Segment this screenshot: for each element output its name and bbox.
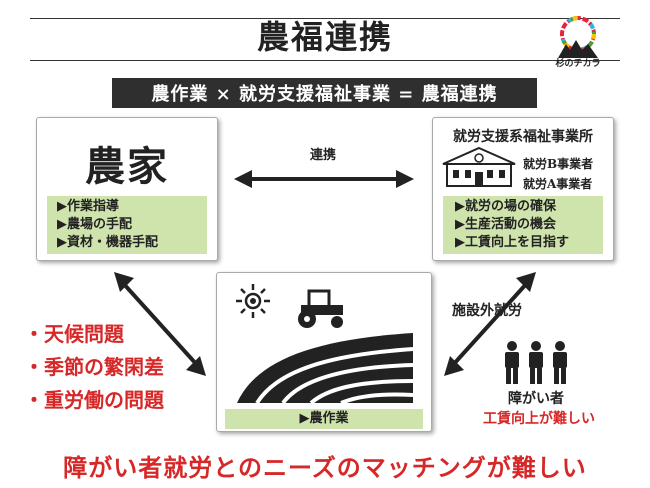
conclusion-text: 障がい者就労とのニーズのマッチングが難しい xyxy=(63,453,587,482)
logo-text: 杉のチカラ xyxy=(555,59,601,69)
page-title: 農福連携 xyxy=(256,18,393,56)
farm-field-icon xyxy=(237,333,414,405)
double-arrow-link xyxy=(234,170,414,188)
farm-role: ▶資材・機器手配 xyxy=(57,235,158,250)
logo-icon xyxy=(558,16,598,58)
title-bottom-rule xyxy=(30,60,620,61)
farm-issue: ・天候問題 xyxy=(24,322,124,346)
welfare-role: ▶就労の場の確保 xyxy=(455,199,556,214)
farm-title: 農家 xyxy=(85,143,169,190)
welfare-type: 就労A事業者 xyxy=(523,177,593,191)
welfare-role: ▶工賃向上を目指す xyxy=(455,235,569,250)
tractor-icon xyxy=(298,289,343,328)
workers-issue: 工賃向上が難しい xyxy=(483,411,595,427)
farm-role: ▶作業指導 xyxy=(57,199,119,214)
field-box: ▶農作業 xyxy=(216,272,432,432)
title-top-rule xyxy=(30,18,620,19)
workers-label: 障がい者 xyxy=(508,391,564,407)
farm-box: 農家 ▶作業指導 ▶農場の手配 ▶資材・機器手配 xyxy=(36,117,218,261)
welfare-type: 就労B事業者 xyxy=(523,157,594,171)
workers-icon xyxy=(505,341,567,384)
formula-banner: 農作業 × 就労支援福祉事業 = 農福連携 xyxy=(112,78,537,108)
farm-role: ▶農場の手配 xyxy=(57,217,132,232)
farm-issue: ・季節の繁閑差 xyxy=(24,355,164,379)
field-label: ▶農作業 xyxy=(299,411,349,426)
facility-building-icon xyxy=(442,146,516,187)
welfare-role: ▶生産活動の機会 xyxy=(455,217,556,232)
diagonal-arrow-right xyxy=(444,272,536,376)
diagonal-arrow-left xyxy=(114,272,206,376)
welfare-roles-panel: ▶就労の場の確保 ▶生産活動の機会 ▶工賃向上を目指す xyxy=(443,196,603,254)
field-label-panel: ▶農作業 xyxy=(225,409,423,429)
link-label: 連携 xyxy=(310,148,337,163)
welfare-title: 就労支援系福祉事業所 xyxy=(453,129,593,145)
sun-icon xyxy=(236,284,270,318)
farm-issue: ・重労働の問題 xyxy=(24,388,164,412)
farm-issues-list: ・天候問題 ・季節の繁閑差 ・重労働の問題 xyxy=(24,318,164,417)
welfare-box: 就労支援系福祉事業所 就労B事業者 就労A事業者 ▶就労の場の確保 ▶生産活動の… xyxy=(432,117,614,261)
welfare-types: 就労B事業者 就労A事業者 xyxy=(523,154,593,194)
offsite-label: 施設外就労 xyxy=(452,303,522,319)
farm-roles-panel: ▶作業指導 ▶農場の手配 ▶資材・機器手配 xyxy=(47,196,207,254)
